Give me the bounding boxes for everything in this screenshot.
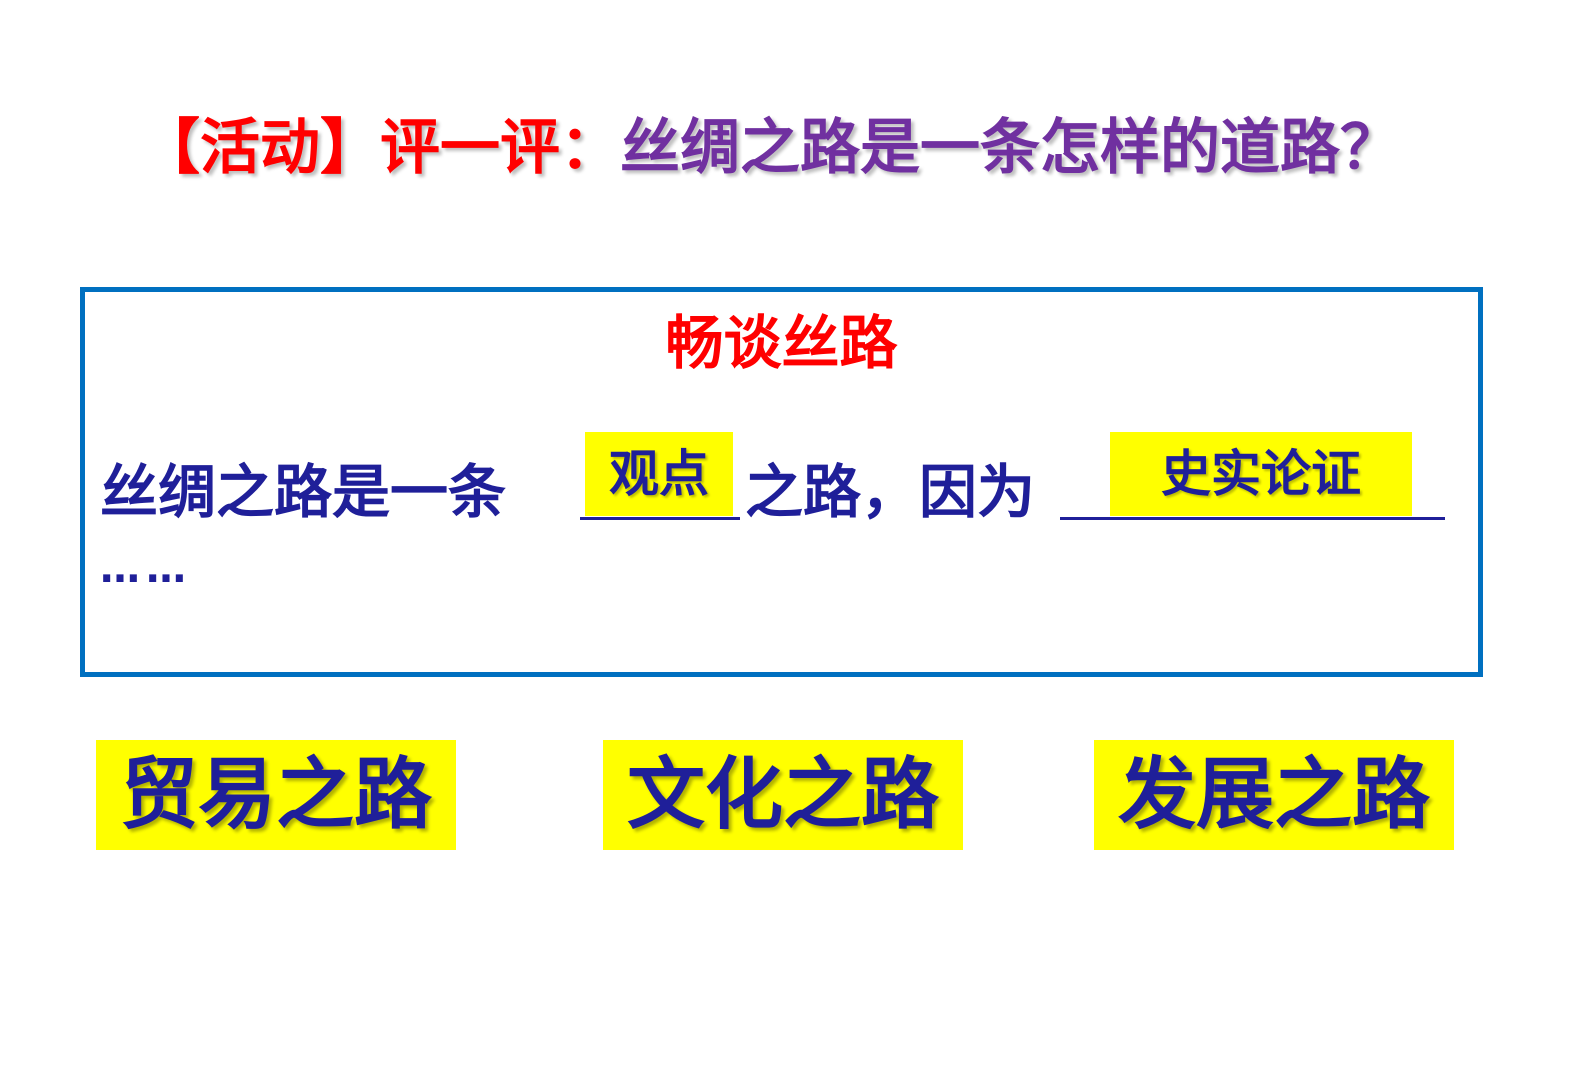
option-development-road[interactable]: 发展之路 — [1094, 740, 1454, 850]
fill-blank-evidence — [1060, 517, 1445, 520]
option-trade-road[interactable]: 贸易之路 — [96, 740, 456, 850]
sentence-middle: 之路，因为 — [745, 458, 1036, 526]
fill-blank-viewpoint — [580, 517, 740, 520]
discussion-panel: 畅谈丝路 丝绸之路是一条 之路，因为 观点 史实论证 …… — [80, 287, 1483, 677]
option-culture-road[interactable]: 文化之路 — [603, 740, 963, 850]
viewpoint-label: 观点 — [585, 432, 733, 516]
page-title: 【活动】评一评：丝绸之路是一条怎样的道路？ — [140, 108, 1480, 188]
ellipsis: …… — [100, 546, 192, 592]
title-question: 丝绸之路是一条怎样的道路？ — [620, 113, 1400, 183]
evidence-label: 史实论证 — [1110, 432, 1412, 516]
title-prefix: 【活动】评一评： — [140, 113, 620, 183]
sentence-start: 丝绸之路是一条 — [100, 458, 507, 526]
panel-heading: 畅谈丝路 — [665, 309, 898, 377]
